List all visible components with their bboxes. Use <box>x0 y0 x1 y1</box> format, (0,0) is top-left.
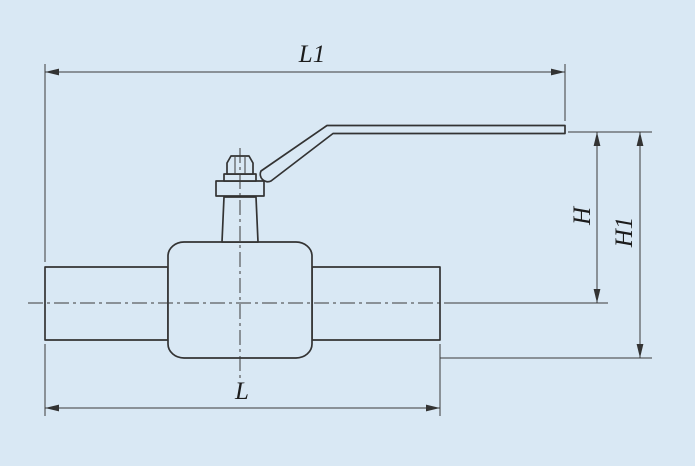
h1-arrow-top <box>636 132 644 146</box>
dimension-l1: L1 <box>44 41 566 262</box>
l-arrow-right <box>426 404 440 412</box>
l-label: L <box>234 378 249 405</box>
centerlines <box>28 148 458 380</box>
l1-label: L1 <box>298 41 325 68</box>
dimension-h: H <box>448 132 608 304</box>
h-arrow-top <box>593 132 601 146</box>
h1-label: H1 <box>611 217 638 249</box>
l-arrow-left <box>45 404 59 412</box>
lever-handle <box>259 124 566 183</box>
l1-arrow-left <box>45 68 59 76</box>
stem-nut <box>226 155 254 175</box>
h-arrow-bottom <box>593 289 601 303</box>
h1-arrow-bottom <box>636 344 644 358</box>
h-label: H <box>569 205 596 226</box>
dimension-l: L <box>44 344 441 416</box>
valve-outline <box>44 124 566 359</box>
dimension-h1: H1 <box>440 132 652 359</box>
l1-arrow-right <box>551 68 565 76</box>
